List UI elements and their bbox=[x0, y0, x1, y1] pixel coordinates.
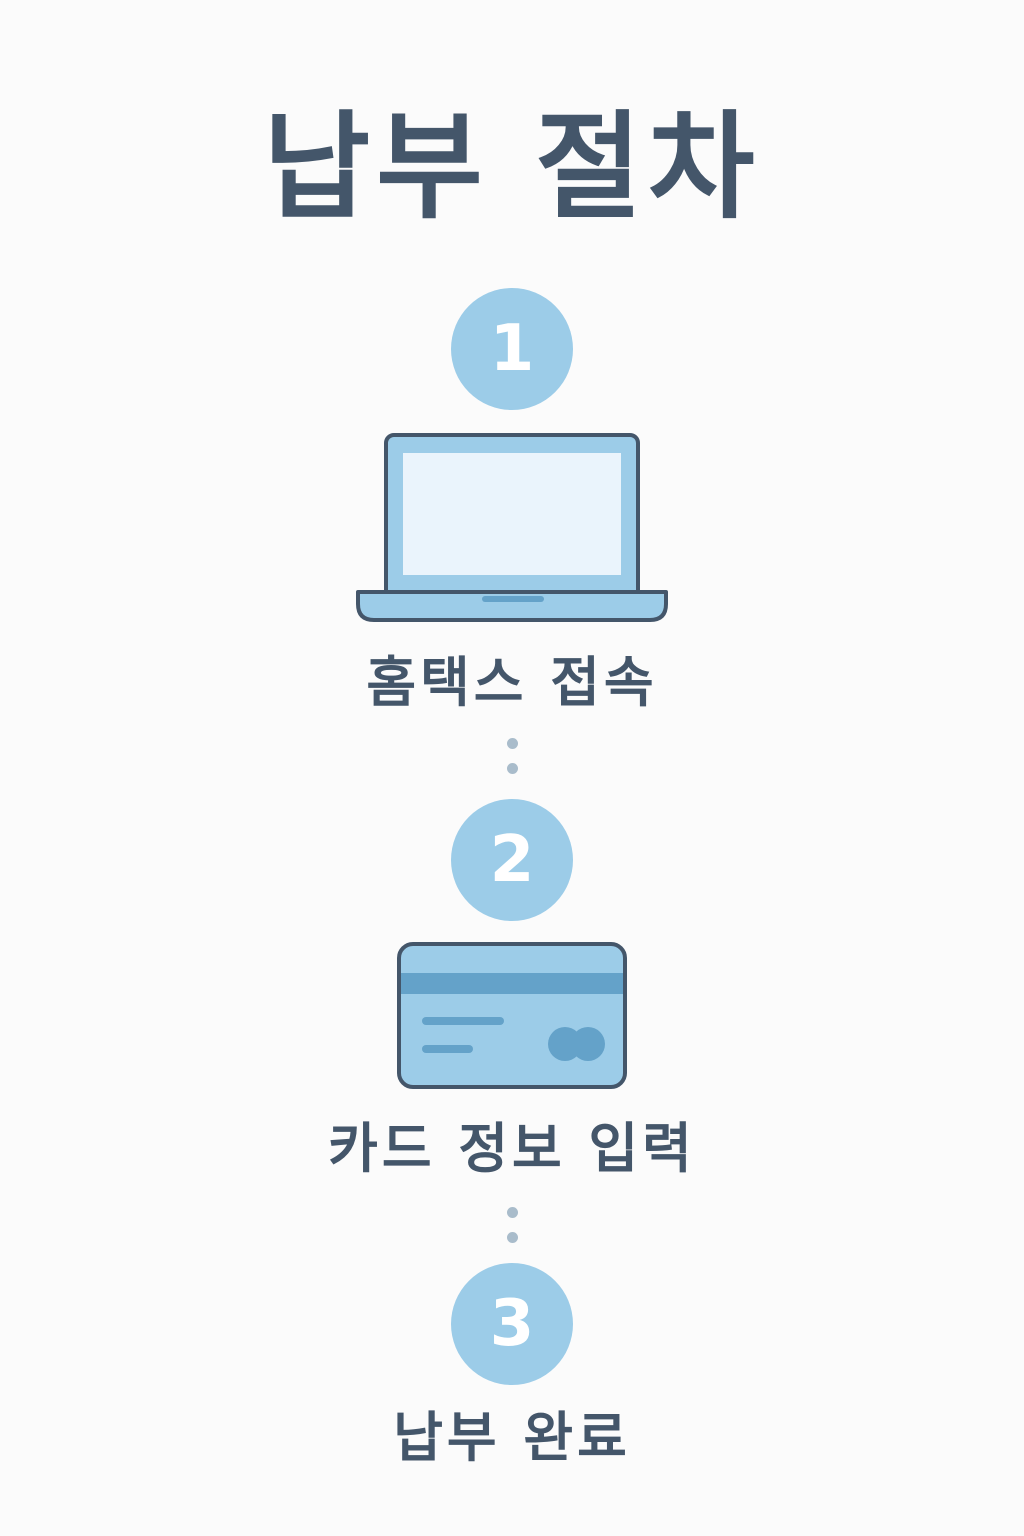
connector-dot bbox=[507, 738, 518, 749]
step-1-label: 홈택스 접속 bbox=[366, 651, 658, 714]
connector-dot bbox=[507, 763, 518, 774]
credit-card-icon bbox=[397, 942, 627, 1089]
connector-dot bbox=[507, 1207, 518, 1218]
connector-dot bbox=[507, 1232, 518, 1243]
page-title: 납부 절차 bbox=[263, 100, 761, 235]
step-1-number-badge: 1 bbox=[451, 288, 573, 410]
step-2-label: 카드 정보 입력 bbox=[328, 1117, 696, 1180]
step-3-label: 납부 완료 bbox=[393, 1406, 631, 1469]
step-2-number-badge: 2 bbox=[451, 799, 573, 921]
laptop-icon bbox=[356, 433, 668, 622]
step-3-number-badge: 3 bbox=[451, 1263, 573, 1385]
